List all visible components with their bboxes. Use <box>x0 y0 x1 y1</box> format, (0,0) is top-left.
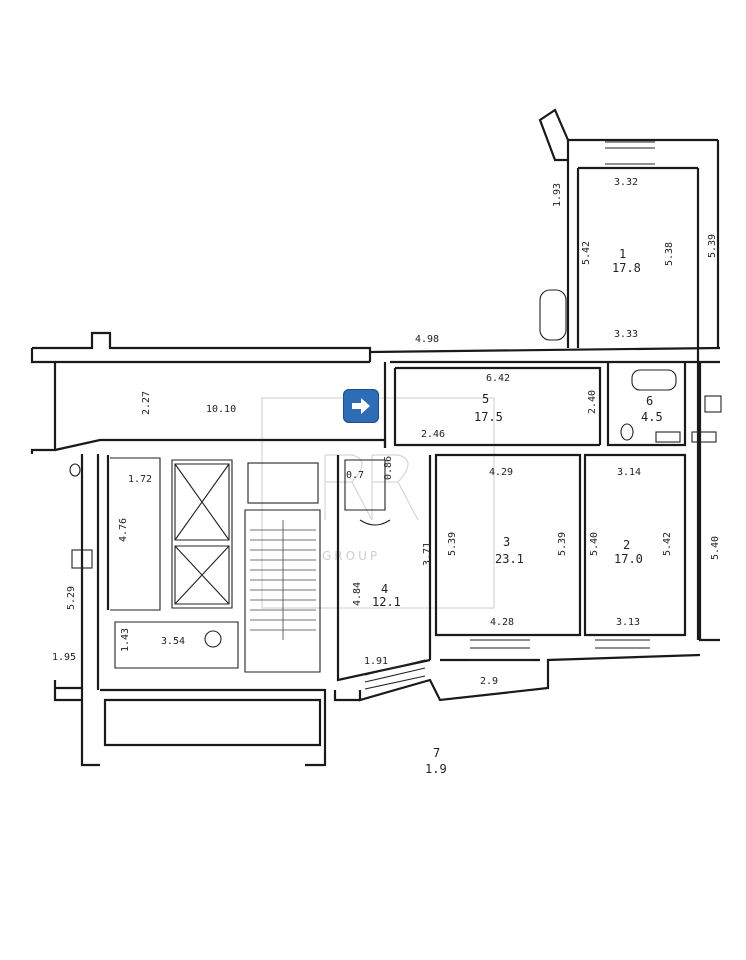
dim-5-42: 5.42 <box>581 241 592 265</box>
dim-4-76: 4.76 <box>118 518 129 542</box>
dim-5-29: 5.29 <box>66 586 77 610</box>
dim-3-14: 3.14 <box>617 467 641 478</box>
dim-5-40-b: 5.40 <box>710 536 721 560</box>
sink-icon <box>704 395 722 413</box>
dim-4-84: 4.84 <box>352 582 363 606</box>
dim-1-43: 1.43 <box>120 628 131 652</box>
dim-2-9: 2.9 <box>480 676 498 687</box>
dim-6-42: 6.42 <box>486 373 510 384</box>
room-2-area: 17.0 <box>614 552 643 566</box>
room-6-number: 6 <box>646 394 653 408</box>
dim-4-28: 4.28 <box>490 617 514 628</box>
dim-3-71: 3.71 <box>422 542 433 566</box>
dim-0-7: 0.7 <box>346 470 364 481</box>
dim-1-91: 1.91 <box>364 656 388 667</box>
room-5-number: 5 <box>482 392 489 406</box>
fixtures <box>69 289 722 569</box>
dim-5-42-b: 5.42 <box>662 532 673 556</box>
room-4-area: 12.1 <box>372 595 401 609</box>
dim-1-72: 1.72 <box>128 474 152 485</box>
room-3-number: 3 <box>503 535 510 549</box>
dim-5-39-a: 5.39 <box>447 532 458 556</box>
next-arrow-button[interactable] <box>343 389 379 423</box>
stove-icon <box>71 549 93 569</box>
dim-3-33: 3.33 <box>614 329 638 340</box>
dim-0-86: 0.86 <box>383 456 394 480</box>
dim-5-40-a: 5.40 <box>589 532 600 556</box>
room-6-area: 4.5 <box>641 410 663 424</box>
dim-3-54: 3.54 <box>161 636 185 647</box>
room-5-area: 17.5 <box>474 410 503 424</box>
room-3-area: 23.1 <box>495 552 524 566</box>
room-7-number: 7 <box>433 746 440 760</box>
dim-4-98: 4.98 <box>415 334 439 345</box>
dim-2-40: 2.40 <box>587 390 598 414</box>
dimension-labels: 3.32 5.42 5.38 1.93 5.39 3.33 4.98 6.42 … <box>52 177 721 687</box>
dim-5-39-b: 5.39 <box>557 532 568 556</box>
radiator-icon-2 <box>655 431 681 443</box>
dim-4-29: 4.29 <box>489 467 513 478</box>
dim-5-38: 5.38 <box>664 242 675 266</box>
toilet-icon <box>620 423 634 441</box>
dim-3-32: 3.32 <box>614 177 638 188</box>
room-7-area: 1.9 <box>425 762 447 776</box>
bathtub-icon-2 <box>631 369 677 391</box>
watermark-text: GROUP <box>322 549 380 563</box>
room-2-number: 2 <box>623 538 630 552</box>
arrow-right-icon <box>352 398 370 414</box>
interior-walls <box>54 141 687 690</box>
room-4-number: 4 <box>381 582 388 596</box>
dim-2-46: 2.46 <box>421 429 445 440</box>
bathtub-icon <box>539 289 567 341</box>
dim-1-95: 1.95 <box>52 652 76 663</box>
dim-2-27: 2.27 <box>141 391 152 415</box>
dim-5-39-right: 5.39 <box>707 234 718 258</box>
room-1-area: 17.8 <box>612 261 641 275</box>
dim-3-13: 3.13 <box>616 617 640 628</box>
dim-1-93: 1.93 <box>552 183 563 207</box>
room-1-number: 1 <box>619 247 626 261</box>
outer-walls <box>30 108 721 767</box>
room-labels: 1 17.8 2 17.0 3 23.1 4 12.1 5 17.5 6 4.5… <box>372 247 663 776</box>
radiator-icon <box>691 431 717 443</box>
stair-treads <box>250 520 316 640</box>
toilet-icon-2 <box>69 463 81 477</box>
dim-10-10: 10.10 <box>206 404 236 415</box>
